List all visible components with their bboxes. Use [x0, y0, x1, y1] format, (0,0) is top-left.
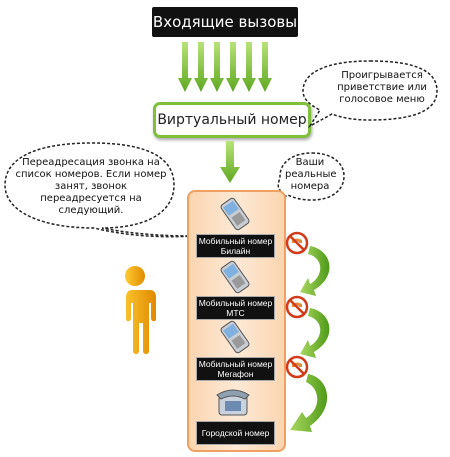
down-arrow-icon: [194, 42, 208, 92]
phone-label: Мобильный номер Билайн: [196, 234, 275, 258]
down-arrow-icon: [258, 42, 272, 92]
incoming-calls-title: Входящие вызовы: [152, 7, 298, 37]
greeting-bubble: [302, 60, 438, 129]
curved-arrow-icon: [300, 308, 330, 358]
forward-arrow-icon: [220, 141, 240, 183]
incoming-arrows: [178, 42, 272, 92]
greeting-bubble-text: Проигрывается приветствие или голосовое …: [337, 70, 427, 105]
phone-label: Мобильный номер МТС: [196, 296, 275, 320]
redirect-arrows: [290, 246, 330, 432]
busy-phone-icon: [285, 355, 309, 379]
curved-arrow-icon: [290, 374, 328, 432]
down-arrow-icon: [226, 42, 240, 92]
phone-label: Мобильный номер Мегафон: [196, 357, 275, 381]
down-arrow-icon: [242, 42, 256, 92]
person-icon: [120, 266, 156, 354]
down-arrow-icon: [178, 42, 192, 92]
down-arrow-icon: [210, 42, 224, 92]
mobile-phone-icon: [220, 197, 250, 231]
phone-label: Городской номер: [196, 421, 275, 445]
busy-phone-icon: [285, 231, 309, 255]
landline-phone-icon: [216, 389, 250, 416]
mobile-phone-icon: [220, 320, 250, 354]
busy-phone-icon: [285, 295, 309, 319]
virtual-number-box: Виртуальный номер: [153, 102, 311, 138]
forwarding-bubble-text: Переадресация звонка на список номеров. …: [15, 157, 167, 216]
real-numbers-bubble: [269, 152, 345, 206]
mobile-phone-icon: [220, 260, 250, 294]
real-numbers-bubble-text: Ваши реальные номера: [285, 157, 337, 192]
curved-arrow-icon: [300, 246, 330, 296]
